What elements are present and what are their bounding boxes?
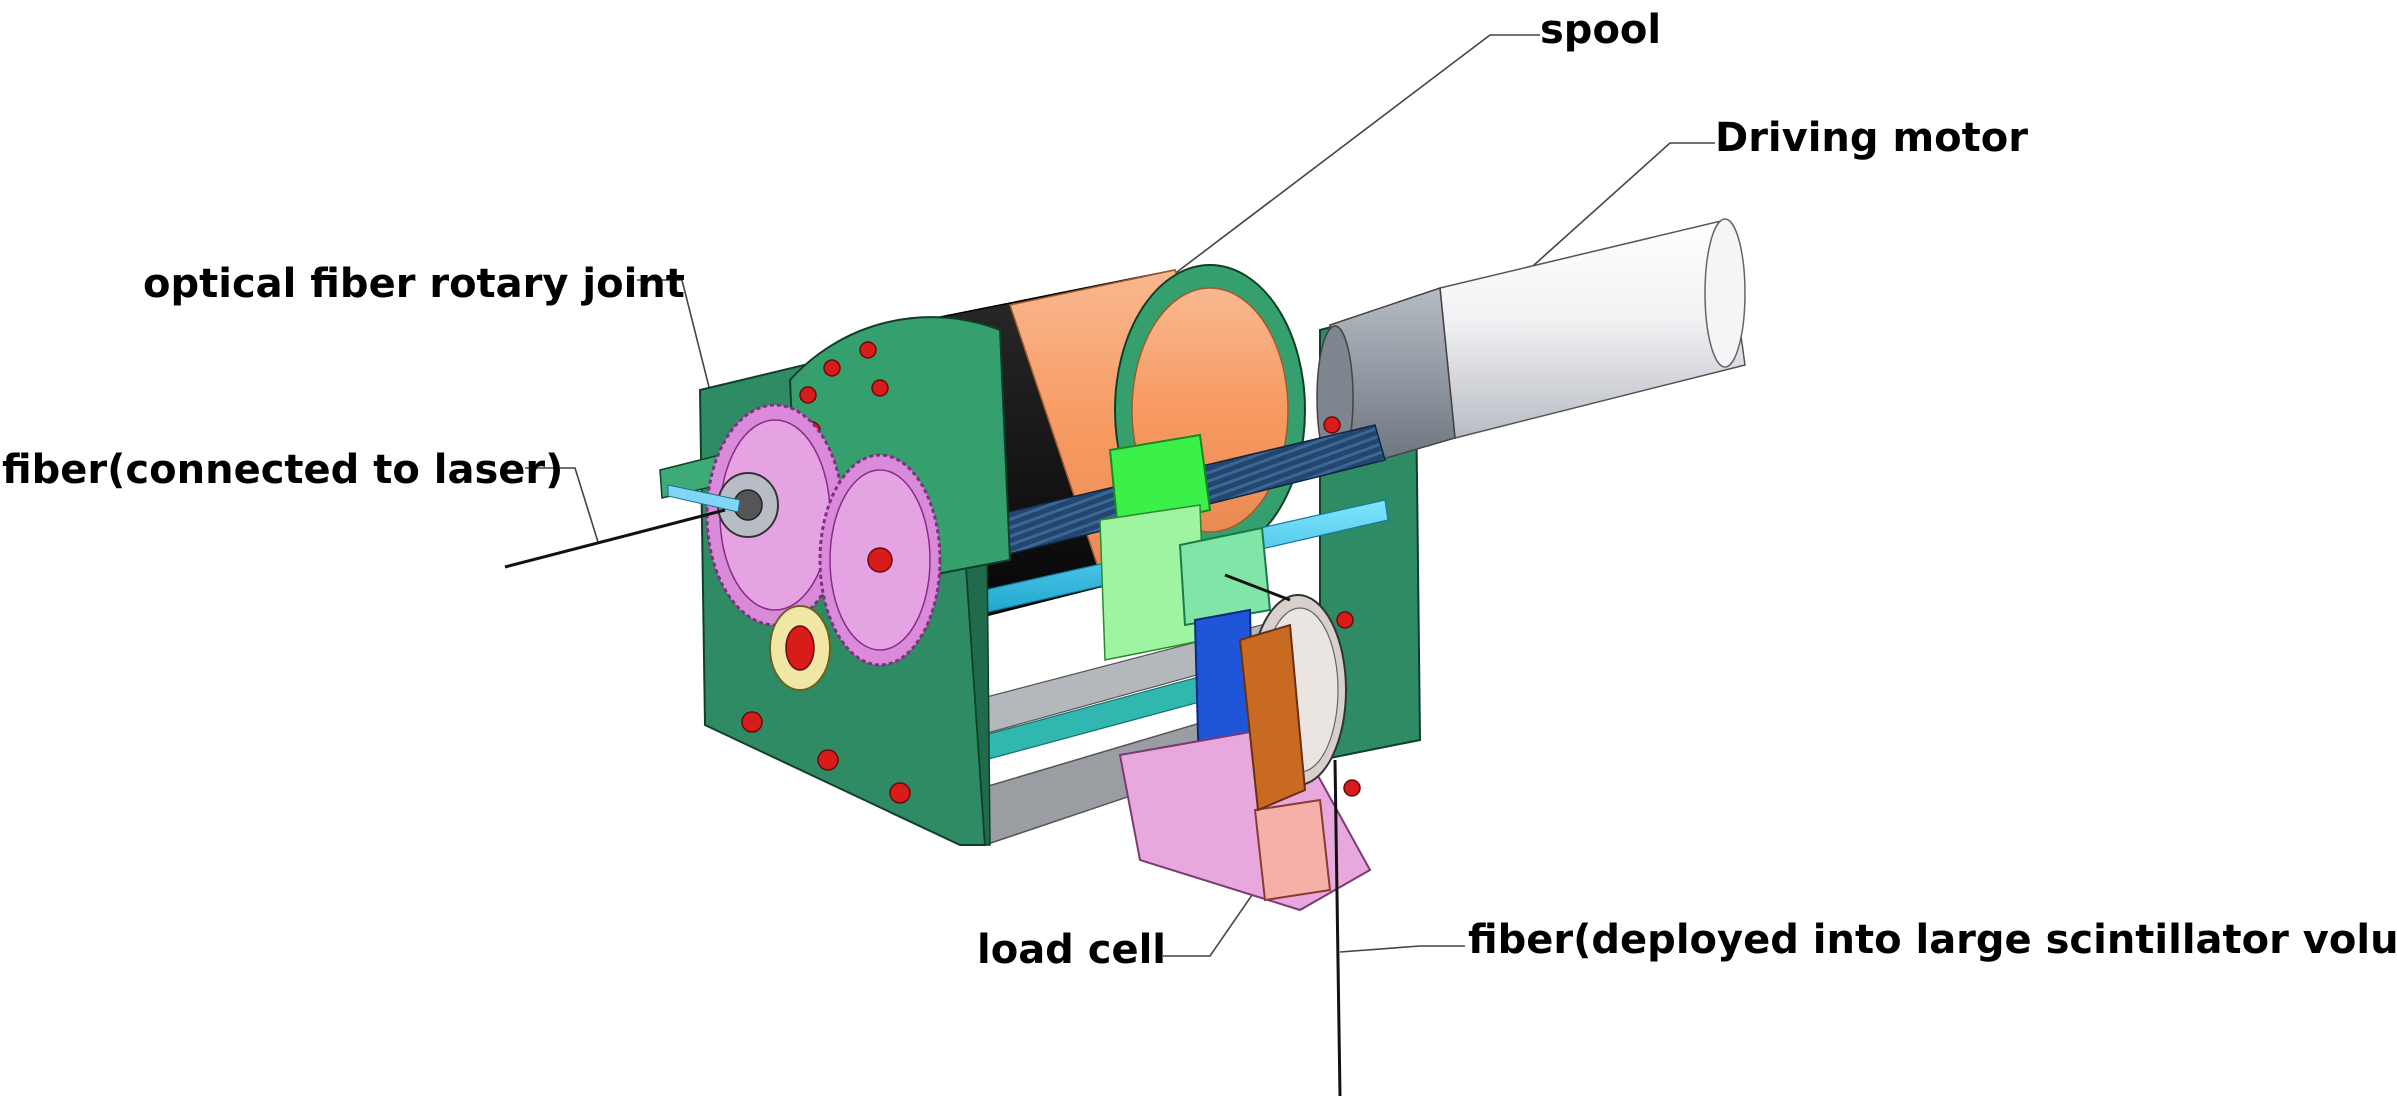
fiber-laser-label: fiber(connected to laser) <box>2 447 564 493</box>
driving-motor-leader <box>1494 142 1715 301</box>
fiber-deployed <box>1333 759 1342 1097</box>
fiber-top-link <box>1224 573 1291 602</box>
fiber-laser-leader <box>525 467 599 543</box>
fiber-deployed-label: fiber(deployed into large scintillator v… <box>1468 917 2397 963</box>
load-cell-label: load cell <box>977 927 1167 973</box>
load-cell <box>1253 798 1332 902</box>
driving-motor-label: Driving motor <box>1715 115 2028 161</box>
fiber-lines <box>504 508 1342 1097</box>
tension-arm <box>1238 623 1307 812</box>
fiber-to-laser <box>504 508 726 569</box>
gears <box>705 403 942 667</box>
leader-lines <box>525 34 1715 957</box>
idler-pulley <box>769 605 831 691</box>
spool-leader <box>1139 34 1540 301</box>
rotary-joint <box>667 472 779 538</box>
spool-label: spool <box>1540 7 1662 53</box>
rotary-joint-label: optical fiber rotary joint <box>143 261 685 307</box>
fiber-deployed-leader <box>1339 945 1465 953</box>
driving-motor <box>1316 218 1746 471</box>
